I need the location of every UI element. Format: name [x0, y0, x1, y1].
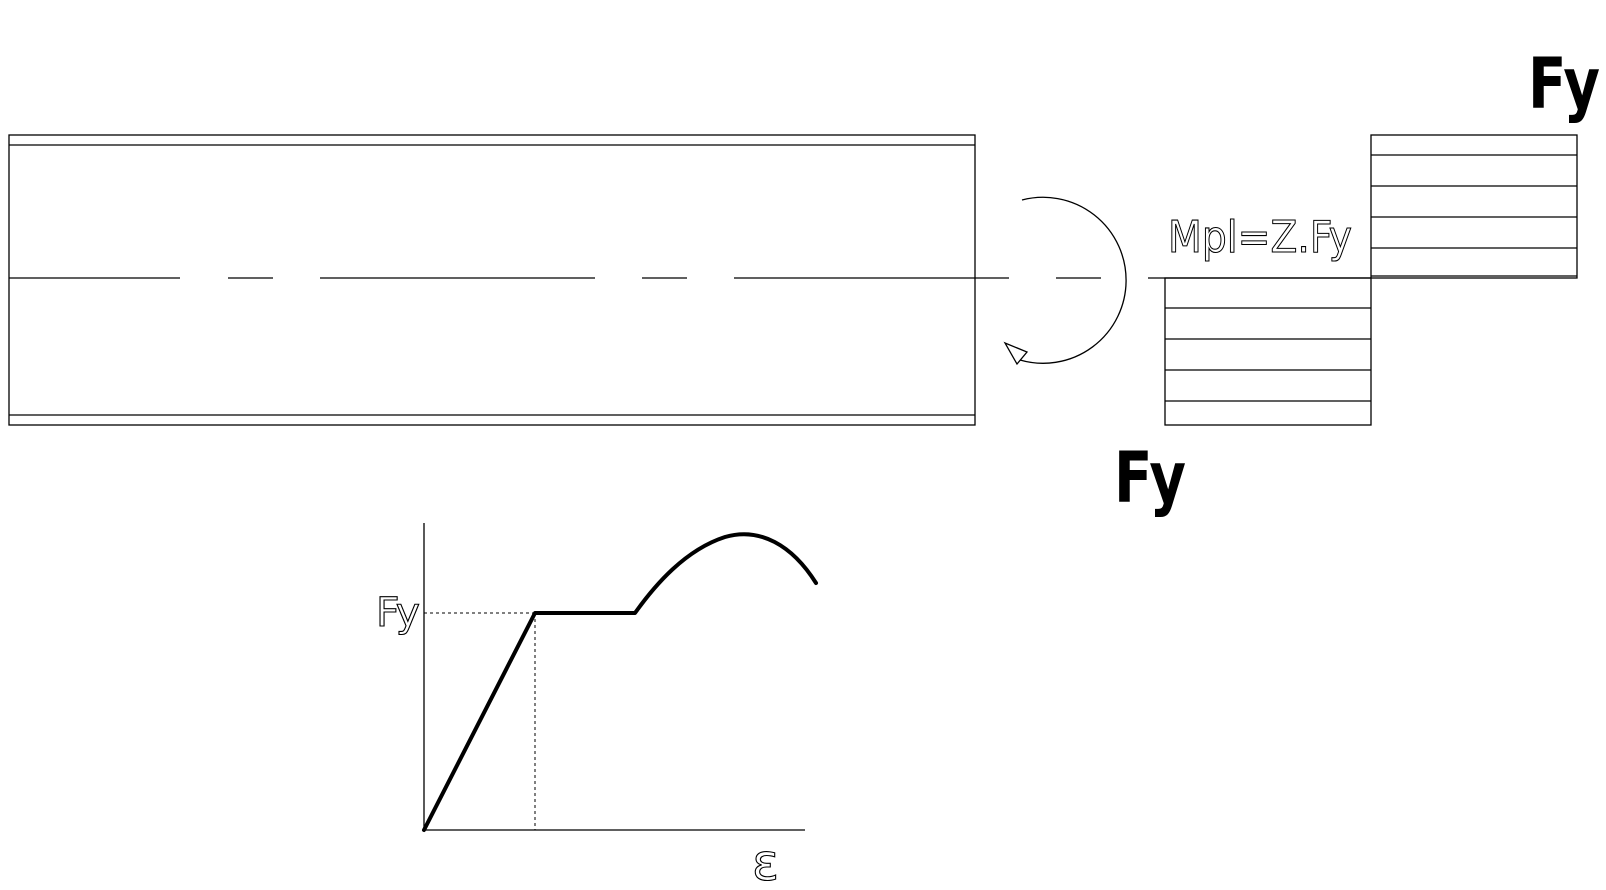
- plastic-stress-block: [1164, 134, 1578, 426]
- fy-axis-label: Fy: [376, 590, 420, 636]
- strain-axis-label: ε: [752, 834, 779, 890]
- moment-arrow: [1003, 196, 1127, 366]
- stress-strain-path: [422, 532, 818, 832]
- moment-label: Mpl=Z.Fy: [1168, 212, 1352, 263]
- stress-block-upper: [1370, 134, 1578, 279]
- beam-outline: [8, 134, 976, 426]
- stress-strain-curve: Fy ε: [375, 523, 818, 890]
- stress-block-lower: [1164, 277, 1372, 426]
- fy-label-top-right: Fy: [1528, 43, 1600, 125]
- fy-label-bottom: Fy: [1114, 437, 1186, 519]
- beam-elevation: [8, 134, 976, 426]
- moment-arc: [1019, 196, 1127, 364]
- moment-arrowhead-icon: [1003, 341, 1029, 366]
